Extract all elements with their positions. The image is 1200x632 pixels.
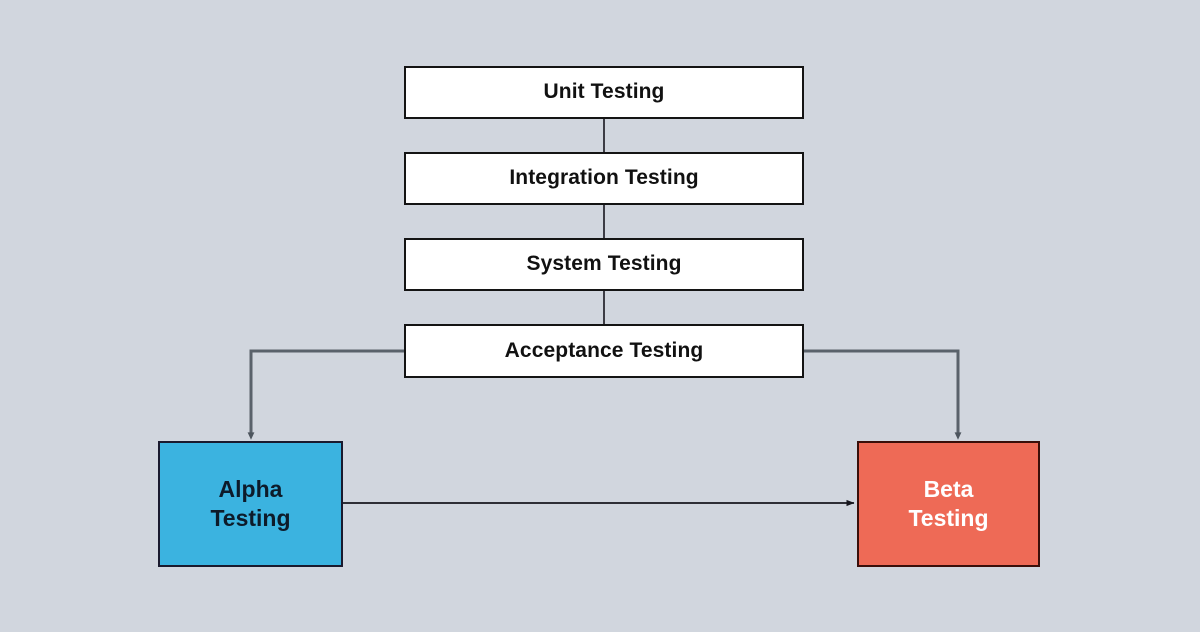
node-beta-testing-label: Beta Testing — [908, 475, 989, 531]
node-unit-testing-label: Unit Testing — [543, 80, 665, 104]
node-alpha-testing[interactable]: Alpha Testing — [158, 441, 343, 567]
connector-acceptance-to-beta — [804, 349, 962, 440]
node-acceptance-testing[interactable]: Acceptance Testing — [404, 324, 804, 378]
node-beta-testing[interactable]: Beta Testing — [857, 441, 1040, 567]
node-system-testing-label: System Testing — [526, 252, 682, 276]
node-unit-testing[interactable]: Unit Testing — [404, 66, 804, 119]
node-integration-testing[interactable]: Integration Testing — [404, 152, 804, 205]
node-acceptance-testing-label: Acceptance Testing — [504, 338, 704, 362]
node-system-testing[interactable]: System Testing — [404, 238, 804, 291]
node-alpha-testing-label: Alpha Testing — [210, 475, 291, 531]
node-integration-testing-label: Integration Testing — [509, 166, 699, 190]
connector-acceptance-to-alpha — [247, 349, 404, 440]
